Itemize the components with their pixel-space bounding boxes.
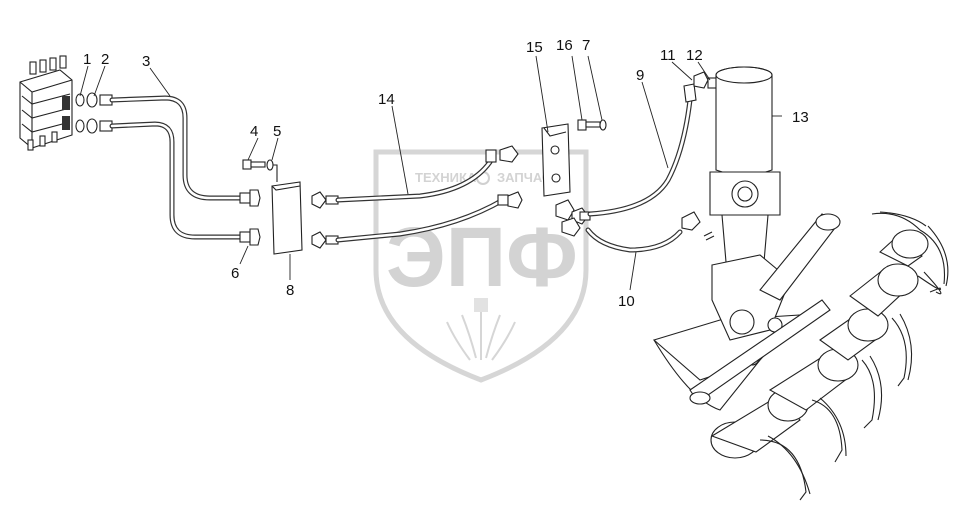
callout-5: 5 <box>273 123 281 140</box>
wheat-icon <box>446 298 516 361</box>
tiller-tines <box>759 211 949 501</box>
block-8-fittings <box>311 191 339 249</box>
callout-1: 1 <box>83 51 91 68</box>
watermark-text-left: ТЕХНИКА <box>415 170 477 185</box>
callout-12: 12 <box>686 47 703 64</box>
watermark-logo-text: ЭПФ <box>386 210 578 304</box>
hose-9 <box>587 83 697 217</box>
callout-7: 7 <box>582 37 590 54</box>
callout-8: 8 <box>286 282 294 299</box>
callout-11: 11 <box>660 47 676 64</box>
cylinder-13 <box>709 66 781 263</box>
block-8 <box>271 181 303 255</box>
watermark: ТЕХНИКА ЗАПЧАСТИ ЭПФ <box>373 149 589 383</box>
callout-6: 6 <box>231 265 239 282</box>
rotor-drums <box>710 229 929 459</box>
callout-15: 15 <box>526 39 543 56</box>
bolt-4-washer-5 <box>242 159 278 182</box>
callout-2: 2 <box>101 51 109 68</box>
fittings-1-2 <box>75 92 113 134</box>
hoses-3 <box>109 95 243 240</box>
bracket-15 <box>541 119 607 197</box>
fittings-6 <box>239 189 261 246</box>
callout-9: 9 <box>636 67 644 84</box>
valve-block <box>19 55 73 151</box>
callout-4: 4 <box>250 123 258 140</box>
callout-3: 3 <box>142 53 150 70</box>
callout-16: 16 <box>556 37 573 54</box>
callout-10: 10 <box>618 293 635 310</box>
center-fitting-cluster <box>555 199 591 237</box>
rotary-tiller <box>652 211 949 501</box>
callout-13: 13 <box>792 109 809 126</box>
fittings-11-12 <box>693 71 719 89</box>
leader-lines <box>79 55 782 291</box>
callout-numbers: 1 2 3 4 5 6 7 8 9 10 11 12 13 14 15 16 <box>83 37 809 310</box>
hoses-14 <box>335 145 523 243</box>
callout-14: 14 <box>378 91 395 108</box>
